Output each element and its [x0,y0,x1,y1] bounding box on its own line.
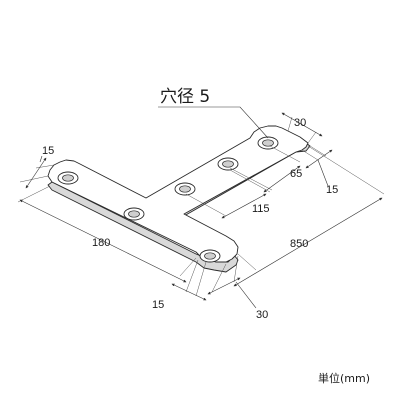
dim-left-tip-label: 15 [42,145,54,157]
hole-6 [257,136,279,150]
plate-top-face [47,125,309,263]
dim-bottom-tip: 15 [152,259,207,311]
dim-hole-spacing-middle-label: 115 [252,203,270,215]
hole-label: 穴径 5 [160,87,210,107]
hole-1 [57,171,79,185]
dim-hole-spacing-top: 65 [229,145,302,193]
hole-3 [199,249,221,263]
dim-right-tip: 15 [301,145,338,196]
unit-label: 単位(mm) [318,371,370,385]
dim-left-length-label: 180 [92,237,110,249]
hole-2 [123,207,145,221]
dim-bottom-tip-label: 15 [152,299,164,311]
dim-total-length-label: 850 [290,238,308,250]
hole-4 [174,182,196,196]
dim-hole-spacing-top-label: 65 [290,168,302,180]
dim-bottom-width: 30 [207,255,268,321]
dim-top-width: 30 [281,112,323,144]
hole-5 [217,157,239,171]
hole-label-leader [158,106,269,139]
dim-top-width-label: 30 [294,117,306,129]
dim-left-tip: 15 [19,145,54,189]
dim-bottom-width-label: 30 [256,309,268,321]
dim-right-tip-label: 15 [326,184,338,196]
dim-total-length: 850 [233,145,385,287]
dim-left-length: 180 [17,185,197,283]
